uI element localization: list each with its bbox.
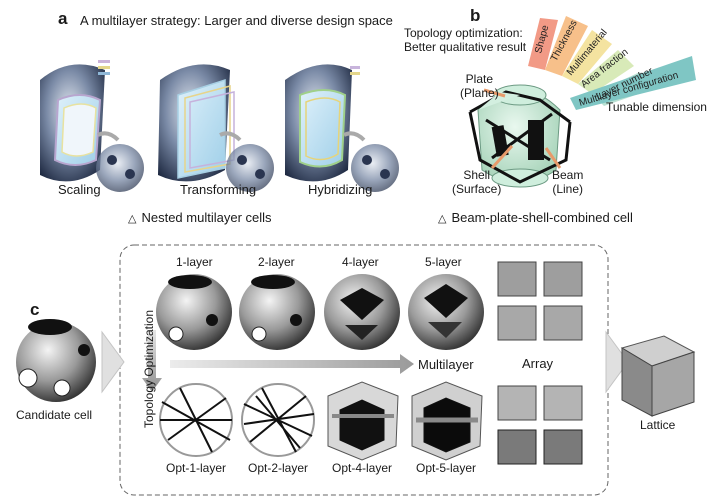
panel-b-caption: △ Beam-plate-shell-combined cell [438,210,633,225]
panel-a-transforming-cell [158,64,235,182]
plate-label: Plate (Plane) [460,72,499,100]
panel-b-pointer-lines [483,88,562,170]
top-label-5-layer: 5-layer [425,255,462,269]
lattice-label: Lattice [640,418,676,432]
bottom-label-opt-5-layer: Opt-5-layer [416,461,477,475]
candidate-cell [16,319,96,402]
label-scaling: Scaling [58,182,101,197]
shell-label-line1: Shell [463,168,491,182]
fan-bar-shape [528,18,558,70]
multilayer-label: Multilayer [418,357,474,372]
panel-a-scaling-cell [40,60,110,182]
multilayer-arrow [170,354,414,374]
beam-label-line1: Beam [552,168,584,182]
triangle-icon: △ [438,213,447,225]
panel-c-letter: c [30,300,40,319]
chevron-arrow-left [101,330,125,394]
panel-b-caption-text: Beam-plate-shell-combined cell [451,210,633,225]
panel-a-small-cells [96,144,399,192]
panel-b-fan: Shape Thickness Multimaterial Area fract… [528,16,696,110]
beam-label: Beam (Line) [552,168,583,196]
panel-b-title-line2: Better qualitative result [404,40,527,54]
beam-label-line2: (Line) [552,182,584,196]
triangle-icon: △ [128,213,137,225]
label-transforming: Transforming [180,182,257,197]
panel-a-letter: a [58,9,68,28]
panel-b-title-line1: Topology optimization: [404,26,523,40]
array-cubes [497,261,583,465]
panel-a-curved-arrows [97,131,366,142]
topology-optimization-label: Topology Optimization [142,309,156,429]
panel-a-caption-text: Nested multilayer cells [141,210,272,225]
lattice-cube [620,335,696,417]
bottom-label-opt-2-layer: Opt-2-layer [248,461,309,475]
top-row-cells [156,274,484,350]
candidate-cell-label: Candidate cell [16,408,93,422]
shell-label: Shell (Surface) [452,168,501,196]
fan-bar-thickness [545,16,588,76]
tunable-dimension-label: Tunable dimension [606,100,707,114]
fan-bar-area-fraction [578,50,634,94]
panel-a-caption: △ Nested multilayer cells [128,210,272,225]
label-hybridizing: Hybridizing [308,182,373,197]
bottom-label-opt-4-layer: Opt-4-layer [332,461,393,475]
panel-a-title: A multilayer strategy: Larger and divers… [80,13,393,28]
shell-label-line2: (Surface) [452,182,502,196]
topology-arrow [142,330,162,392]
panel-b-letter: b [470,6,481,25]
array-label: Array [522,356,554,371]
chevron-arrow-right [605,330,629,394]
top-label-2-layer: 2-layer [258,255,295,269]
fan-bar-multimaterial [562,30,612,84]
top-label-1-layer: 1-layer [176,255,213,269]
top-label-4-layer: 4-layer [342,255,379,269]
fan-bar-multilayer-configuration [570,56,696,110]
bottom-row-opt-cells [159,381,483,461]
bottom-label-opt-1-layer: Opt-1-layer [166,461,227,475]
plate-label-line2: (Plane) [460,86,499,100]
plate-label-line1: Plate [465,72,494,86]
panel-a-hybridizing-cell [285,64,360,182]
